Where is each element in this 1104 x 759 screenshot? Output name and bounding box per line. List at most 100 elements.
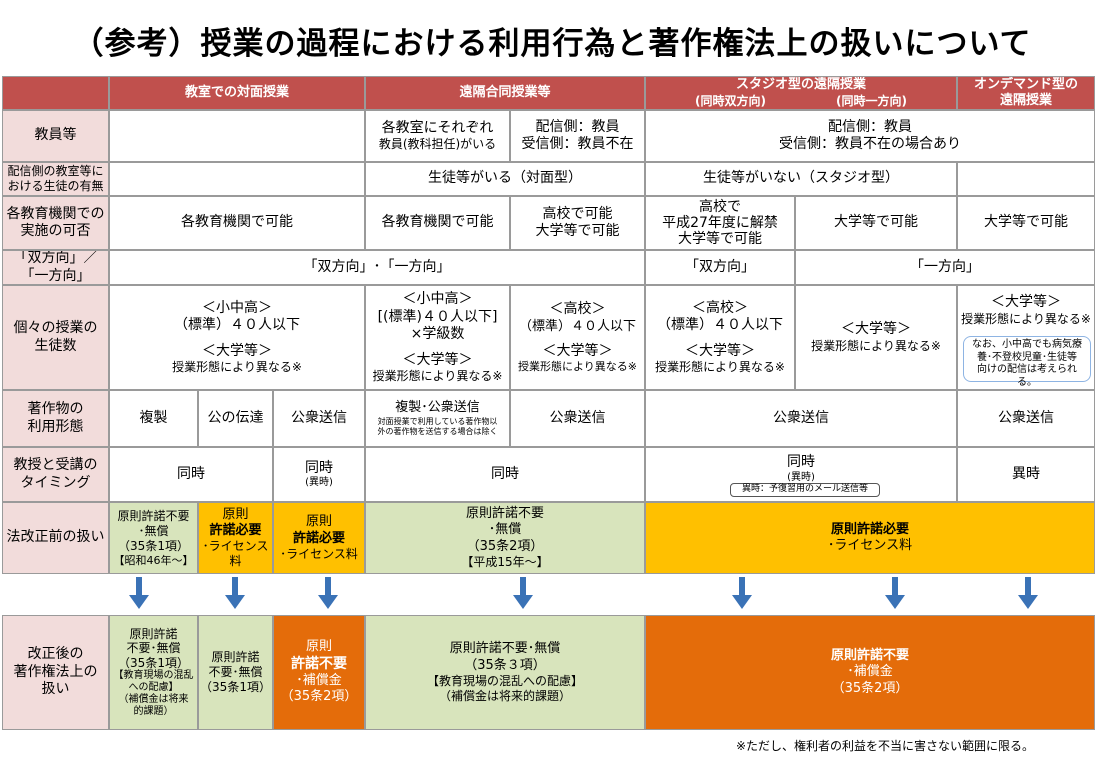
text: ＜大学等＞: [841, 321, 911, 338]
text: （標準）４０人以下: [657, 317, 783, 334]
text: タイミング: [20, 474, 91, 491]
cell-class-size-face: ＜小中高＞ （標準）４０人以下 ＜大学等＞ 授業形態により異なる※: [109, 285, 365, 390]
row-label-teachers: 教員等: [2, 110, 109, 162]
text: 複製･公衆送信: [395, 400, 480, 416]
ondemand-note-box: なお、小中高でも病気療 養･不登校児童･生徒等 向けの配信は考えられる。: [963, 336, 1091, 388]
cell-usage-public-transmit: 公の伝達: [198, 390, 273, 447]
text: 原則許諾: [211, 650, 260, 664]
text: ･補償金: [296, 673, 342, 689]
text: 【教育現場の混乱への配慮】: [426, 673, 583, 688]
cell-before-4: 原則許諾不要 ･無償 （35条2項） 【平成15年～】: [365, 502, 645, 574]
text: （補償金は将来的課題）: [438, 688, 571, 703]
header-studio-two-way: (同時双方向): [695, 93, 766, 108]
down-arrow-icon: [129, 577, 149, 609]
header-studio: スタジオ型の遠隔授業 (同時双方向) (同時一方向): [645, 76, 957, 110]
text: 「双方向」／: [13, 250, 98, 266]
cell-class-size-studio-one: ＜大学等＞ 授業形態により異なる※: [795, 285, 957, 390]
cell-before-5: 原則許諾必要 ･ライセンス料: [645, 502, 1095, 574]
header-ondemand-line2: 遠隔授業: [999, 93, 1052, 108]
cell-direction-one: 「一方向」: [795, 250, 1095, 285]
cell-feasibility-studio-one: 大学等で可能: [795, 196, 957, 250]
text: 原則: [305, 514, 332, 530]
text: ＜小中高＞: [202, 299, 272, 316]
text: （35条2項）: [280, 689, 358, 705]
text: 配信側：教員: [828, 118, 912, 135]
header-studio-one-way: (同時一方向): [836, 93, 907, 108]
text: ＜大学等＞: [542, 342, 613, 359]
text: おける生徒の有無: [7, 179, 104, 193]
text: 各教育機関での: [6, 205, 105, 222]
text: 原則許諾不要: [465, 506, 544, 522]
text: 高校で: [699, 198, 741, 215]
text: 各教室にそれぞれ: [381, 119, 494, 136]
cell-after-5: 原則許諾不要 ･補償金 （35条2項）: [645, 615, 1095, 730]
cell-after-3: 原則 許諾不要 ･補償金 （35条2項）: [273, 615, 365, 730]
text: ＜高校＞: [549, 301, 606, 317]
cell-direction-both: 「双方向」･「一方向」: [109, 250, 645, 285]
cell-students-absent: 生徒等がいない（スタジオ型）: [645, 162, 957, 196]
text: 許諾必要: [209, 523, 262, 538]
text: （補償金は将来: [118, 694, 189, 706]
text: 授業形態により異なる※: [372, 369, 503, 383]
text: 原則許諾不要: [117, 508, 190, 523]
cell-teachers-studio: 配信側：教員 受信側：教員不在の場合あり: [645, 110, 1095, 162]
cell-usage-remote-send: 公衆送信: [510, 390, 645, 447]
header-remote-joint: 遠隔合同授業等: [365, 76, 645, 110]
down-arrow-icon: [1018, 577, 1038, 609]
text: 【昭和46年～】: [113, 553, 194, 567]
text: （35条1項）: [118, 655, 189, 670]
down-arrow-icon: [885, 577, 905, 609]
text: 原則許諾不要･無償: [449, 641, 561, 657]
cell-direction-two: 「双方向」: [645, 250, 795, 285]
text: ･ライセンス料: [827, 538, 913, 553]
text: ･無償: [138, 523, 169, 538]
text: ･ライセンス料: [202, 539, 269, 569]
text: 著作物の: [27, 401, 84, 417]
text: 的課題）: [133, 706, 174, 718]
text: 原則許諾不要: [830, 648, 909, 664]
text: ＜大学等＞: [685, 342, 755, 359]
text: 教員(教科担任)がいる: [378, 137, 497, 152]
text: 「一方向」: [20, 267, 91, 284]
cell-usage-ondemand: 公衆送信: [957, 390, 1095, 447]
text: 生徒数: [34, 337, 77, 354]
cell-teachers-face: [109, 110, 365, 162]
text: 利用形態: [27, 418, 84, 435]
text: 原則許諾必要: [830, 521, 909, 537]
header-ondemand: オンデマンド型の 遠隔授業: [957, 76, 1095, 110]
cell-timing-ondemand: 異時: [957, 447, 1095, 502]
cell-after-2: 原則許諾 不要･無償 （35条1項）: [198, 615, 273, 730]
text: 許諾必要: [292, 530, 345, 546]
text: 配信側の教室等に: [7, 164, 104, 178]
header-face-to-face: 教室での対面授業: [109, 76, 365, 110]
text: 原則: [222, 506, 249, 522]
text: 扱い: [41, 681, 70, 698]
text: ＜大学等＞: [402, 351, 473, 368]
cell-timing-face: 同時: [109, 447, 273, 502]
text: ＜高校＞: [692, 299, 748, 316]
cell-after-1: 原則許諾 不要･無償 （35条1項） 【教育現場の混乱 への配慮】 （補償金は将…: [109, 615, 198, 730]
text: 個々の授業の: [13, 320, 98, 336]
text: 平成27年度に解禁: [662, 214, 778, 231]
text: 【平成15年～】: [461, 554, 549, 569]
text: 許諾不要: [291, 655, 347, 672]
cell-before-3: 原則 許諾必要 ･ライセンス料: [273, 502, 365, 574]
header-studio-title: スタジオ型の遠隔授業: [735, 77, 866, 93]
down-arrow-icon: [225, 577, 245, 609]
text: （35条３項）: [464, 657, 546, 673]
row-label-timing: 教授と受講の タイミング: [2, 447, 109, 502]
row-label-feasibility: 各教育機関での 実施の可否: [2, 196, 109, 250]
cell-students-face: [109, 162, 365, 196]
cell-teachers-remote-each: 各教室にそれぞれ 教員(教科担任)がいる: [365, 110, 510, 162]
cell-students-present: 生徒等がいる（対面型）: [365, 162, 645, 196]
cell-feasibility-face: 各教育機関で可能: [109, 196, 365, 250]
row-label-direction: 「双方向」／ 「一方向」: [2, 250, 109, 285]
text: 不要･無償: [126, 641, 181, 656]
text: ･ライセンス料: [280, 546, 358, 561]
text: ･補償金: [847, 664, 893, 680]
cell-usage-copy: 複製: [109, 390, 198, 447]
cell-usage-remote-each: 複製･公衆送信 対面授業で利用している著作物以 外の著作物を送信する場合は除く: [365, 390, 510, 447]
text: 養･不登校児童･生徒等: [977, 351, 1077, 363]
text: 同時: [787, 454, 815, 470]
row-label-before: 法改正前の扱い: [2, 502, 109, 574]
